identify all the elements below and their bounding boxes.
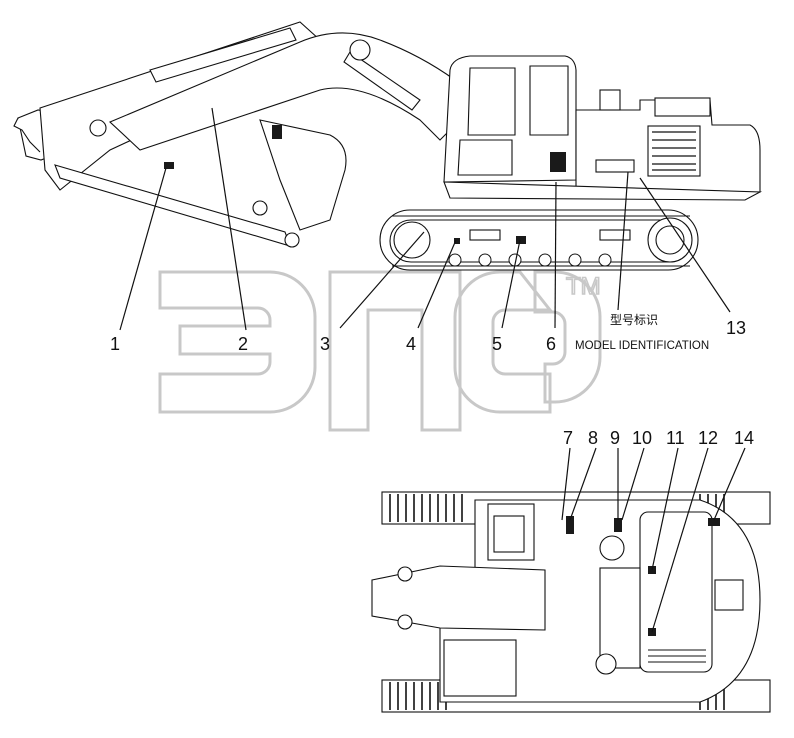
hydraulic-tank-cap <box>599 535 625 561</box>
cab-roof-grid <box>493 515 525 553</box>
callout-4: 4 <box>406 334 416 354</box>
callout-6: 6 <box>546 334 556 354</box>
side-panel-top <box>599 567 641 669</box>
track-frame <box>389 219 689 263</box>
counterweight-panel <box>714 579 744 611</box>
trademark-mark: TM <box>566 273 601 300</box>
callout-14: 14 <box>734 428 754 448</box>
decal-boom <box>272 125 282 139</box>
callout-5: 5 <box>492 334 502 354</box>
boom-link <box>259 119 347 231</box>
air-cleaner <box>599 89 621 111</box>
top-view <box>371 491 771 713</box>
callout-3: 3 <box>320 334 330 354</box>
fuel-cap <box>595 653 617 675</box>
callout-12: 12 <box>698 428 718 448</box>
decal-6 <box>550 152 566 172</box>
decal-10 <box>614 518 622 532</box>
model-id-label-cn: 型号标识 <box>610 313 658 327</box>
side-view <box>13 21 763 271</box>
decal-arm <box>164 162 174 169</box>
cab-door-window <box>457 139 513 176</box>
decal-8 <box>566 516 574 534</box>
boom-cylinder <box>343 51 421 111</box>
grille <box>647 125 701 177</box>
boom <box>109 32 471 151</box>
model-id-label-en: MODEL IDENTIFICATION <box>575 340 709 352</box>
idler-wheel <box>393 221 431 259</box>
callout-9: 9 <box>610 428 620 448</box>
callout-8: 8 <box>588 428 598 448</box>
callout-10: 10 <box>632 428 652 448</box>
leader-lines-top <box>561 447 746 633</box>
upper-body-base <box>443 181 763 201</box>
arm-cylinder <box>149 27 297 83</box>
muffler <box>654 97 711 117</box>
tank-top <box>443 639 517 697</box>
callout-2: 2 <box>238 334 248 354</box>
callout-11: 11 <box>666 428 685 448</box>
decal-4 <box>454 238 460 244</box>
boom-top <box>371 565 546 631</box>
watermark-logo: TM <box>158 270 602 432</box>
decal-5 <box>516 236 526 244</box>
track-decal-b <box>599 229 631 241</box>
bucket-teeth <box>13 117 41 153</box>
engine-hood-top <box>639 511 713 673</box>
track-decal-a <box>469 229 501 241</box>
leader-lines-side <box>119 107 731 331</box>
decal-14 <box>708 518 720 526</box>
callout-1: 1 <box>110 334 120 354</box>
cab-window-front <box>467 67 516 136</box>
model-id-plate <box>595 159 635 173</box>
callout-13: 13 <box>726 318 746 338</box>
callout-7: 7 <box>563 428 573 448</box>
cab-window-side <box>529 65 569 136</box>
